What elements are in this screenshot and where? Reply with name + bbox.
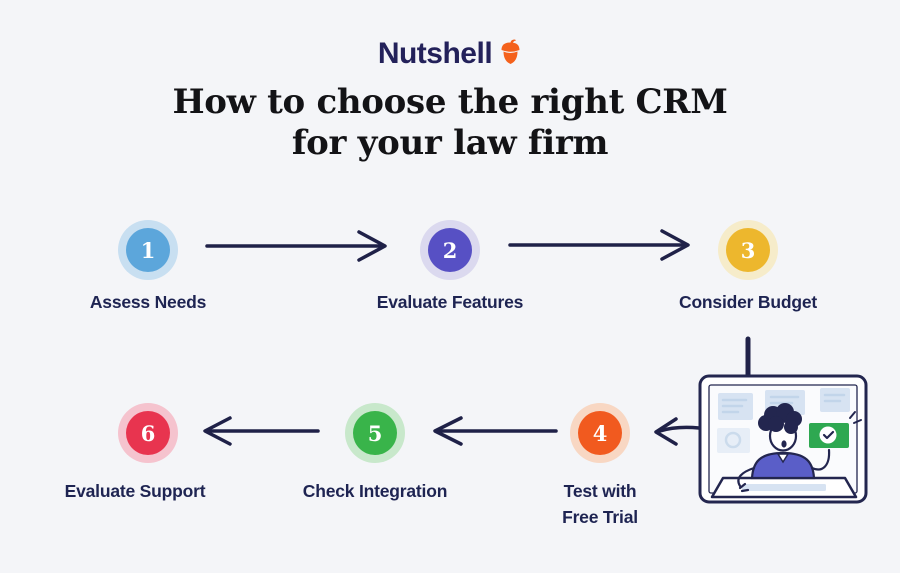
tablet-tray	[710, 476, 858, 499]
tablet-frame	[698, 374, 868, 504]
brand-logo: Nutshell	[0, 37, 900, 71]
step-4-test-with-free-trial: 4 Test with Free Trial	[500, 403, 700, 530]
spark-marks	[849, 411, 862, 424]
title-line-1: How to choose the right CRM	[172, 82, 728, 122]
step-label: Assess Needs	[89, 292, 207, 312]
character-arms	[737, 448, 831, 493]
step-5-check-integration: 5 Check Integration	[275, 403, 475, 504]
step-label: Evaluate Features	[376, 292, 524, 312]
acorn-icon	[499, 38, 522, 70]
step-label: Test with Free Trial	[562, 481, 638, 527]
check-circle	[819, 426, 837, 444]
brand-name: Nutshell	[377, 37, 493, 70]
step-ring: 3	[718, 220, 778, 280]
step-3-consider-budget: 3 Consider Budget	[648, 220, 848, 315]
step-number-badge: 3	[726, 228, 770, 272]
tablet-screen	[708, 384, 858, 494]
step-label: Consider Budget	[679, 292, 817, 312]
character-shirt	[750, 451, 816, 480]
step-ring: 5	[345, 403, 405, 463]
step-number: 5	[367, 420, 383, 446]
page-title: How to choose the right CRM for your law…	[0, 82, 900, 164]
step-ring: 2	[420, 220, 480, 280]
step-number: 2	[442, 237, 458, 263]
step-number-badge: 6	[126, 411, 170, 455]
character	[737, 403, 831, 493]
character-face	[768, 420, 798, 452]
step-number: 1	[140, 237, 156, 263]
step-number: 6	[140, 420, 156, 446]
step-ring: 1	[118, 220, 178, 280]
step-ring: 4	[570, 403, 630, 463]
avatar-placeholder-icon	[724, 431, 742, 449]
step-number-badge: 5	[353, 411, 397, 455]
step-2-evaluate-features: 2 Evaluate Features	[350, 220, 550, 315]
character-hair	[758, 403, 802, 434]
title-line-2: for your law firm	[291, 123, 609, 163]
step-6-evaluate-support: 6 Evaluate Support	[48, 403, 248, 504]
step-number: 4	[592, 420, 608, 446]
step-ring: 6	[118, 403, 178, 463]
step-number-badge: 4	[578, 411, 622, 455]
character-collar	[776, 453, 790, 464]
step-number: 3	[740, 237, 756, 263]
character-mouth	[781, 440, 787, 448]
step-number-badge: 1	[126, 228, 170, 272]
step-number-badge: 2	[428, 228, 472, 272]
kanban-cards	[717, 388, 850, 453]
check-icon	[822, 430, 835, 440]
step-1-assess-needs: 1 Assess Needs	[48, 220, 248, 315]
check-card	[809, 411, 862, 448]
crm-tablet-illustration	[698, 374, 868, 504]
step-label: Evaluate Support	[64, 481, 206, 501]
step-label: Check Integration	[302, 481, 448, 501]
